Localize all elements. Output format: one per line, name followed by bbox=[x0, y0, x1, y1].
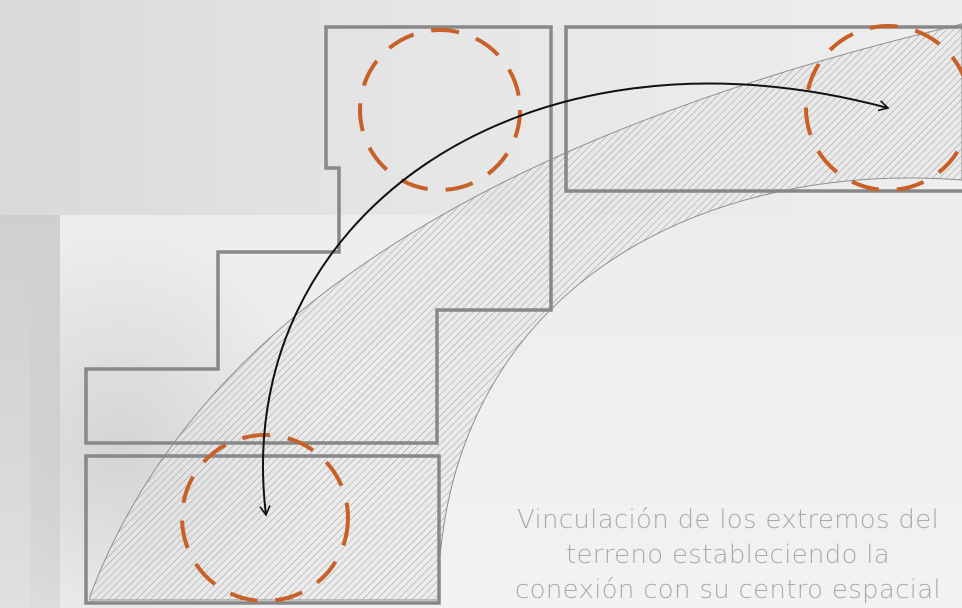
caption-line-3: conexión con su centro espacial bbox=[515, 575, 941, 605]
connection-arrow bbox=[259, 82, 890, 517]
caption-line-1: Vinculación de los extremos del bbox=[516, 505, 940, 535]
caption-line-2: terreno estableciendo la bbox=[565, 540, 891, 570]
focus-circle-top bbox=[358, 28, 522, 192]
diagram-caption: Vinculación de los extremos del terreno … bbox=[448, 503, 962, 608]
